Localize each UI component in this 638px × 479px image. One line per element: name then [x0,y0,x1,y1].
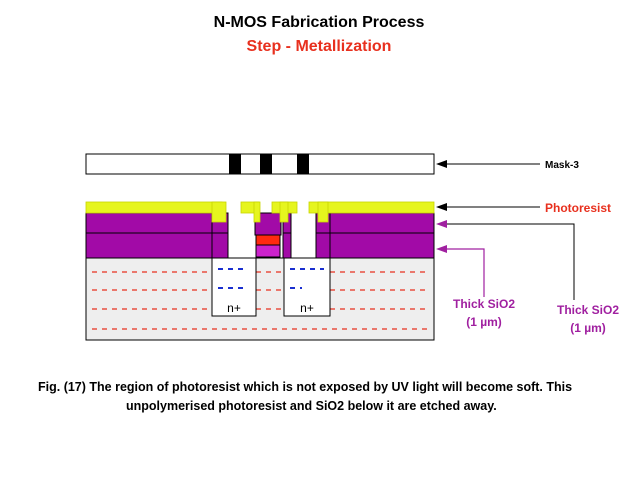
n-plus-left-region [211,257,257,317]
arrow-photoresist [436,203,540,211]
thick-oxide [85,212,435,259]
n-plus-right-region [283,257,331,317]
mask-3 [85,153,435,175]
arrow-sio2-upper [436,220,575,300]
mask-3-label: Mask-3 [545,160,579,171]
substrate-dashes [92,271,428,330]
sio2-label-b-line1: Thick SiO2 [557,303,619,317]
page-title: N-MOS Fabrication Process [213,14,425,31]
n-plus-right-label: n+ [300,301,314,315]
photoresist-layer [85,201,435,223]
n-plus-left-label: n+ [227,301,241,315]
sio2-label-a-line1: Thick SiO2 [453,297,515,311]
page-subtitle: Step - Metallization [246,38,392,55]
arrow-sio2-lower [436,245,485,297]
caption-line-2: unpolymerised photoresist and SiO2 below… [126,399,497,413]
sio2-label-a-line2: (1 µm) [466,315,502,329]
sio2-label-b-line2: (1 µm) [570,321,606,335]
figure-caption: Fig. (17) The region of photoresist whic… [38,378,598,416]
arrow-mask [436,160,540,168]
substrate [85,257,435,341]
caption-line-1: Fig. (17) The region of photoresist whic… [38,380,573,394]
photoresist-label: Photoresist [545,201,611,215]
